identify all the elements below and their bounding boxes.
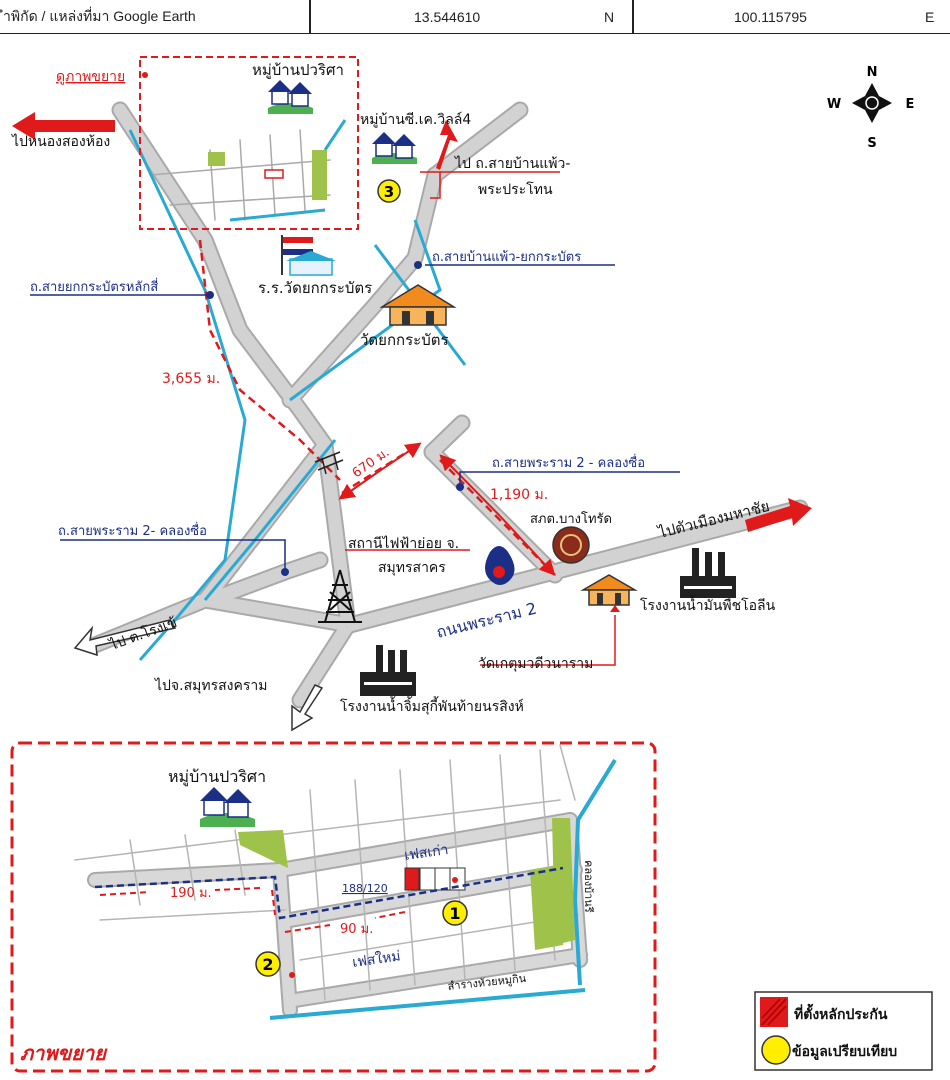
legend: ที่ตั้งหลักประกัน ข้อมูลเปรียบเทียบ — [754, 991, 933, 1071]
police-station-icon — [552, 526, 590, 564]
compass-e: E — [906, 97, 915, 112]
inset-canals — [269, 758, 617, 1020]
police-station-label: สภต.บางโทรัด — [530, 511, 612, 527]
factory-dip-label: โรงงานน้ำจิ้มสุกี้พันท้ายนรสิงห์ — [340, 696, 524, 715]
inset-title: ภาพขยาย — [20, 1041, 108, 1065]
compass-w: W — [827, 97, 841, 112]
village-pawarisa-icon — [268, 80, 313, 114]
longitude-value: 100.115795 — [734, 8, 807, 25]
factory-dip-icon — [360, 645, 416, 696]
legend-comparison-label: ข้อมูลเปรียบเทียบ — [792, 1044, 897, 1060]
temple-ket-label: วัดเกตุมวดีวนาราม — [478, 656, 593, 672]
inset-distance-arrows — [99, 887, 406, 933]
temple-yokkrabat-label: วัดยกกระบัตร — [360, 331, 449, 349]
view-enlarge-label: ดูภาพขยาย — [56, 69, 125, 85]
plot-mini — [264, 169, 284, 179]
inset-canal-label: คลองบ้านรี — [582, 860, 595, 913]
label-pointers — [30, 171, 680, 666]
inset-village-icon — [200, 787, 255, 827]
comparison-marker-2: 2 — [255, 951, 281, 977]
temple-ket-icon — [580, 574, 638, 606]
inset-distance-190: 190 ม. — [170, 886, 212, 901]
marker-2-label: 2 — [262, 955, 273, 974]
road-rama2-khlong-left-label: ถ.สายพระราม 2- คลองซื่อ — [58, 522, 207, 539]
inset-phase-new-label: เฟสใหม่ — [351, 947, 401, 971]
school-icon — [281, 235, 336, 276]
village-ck-label: หมู่บ้านซี.เค.วิลล์4 — [360, 111, 471, 128]
inset-distance-90: 90 ม. — [340, 922, 373, 937]
coordinate-source-cell: ำพิกัด / แหล่งที่มา Google Earth — [0, 0, 310, 34]
factory-oil-icon — [680, 548, 736, 598]
to-road-label-line2: พระประโทน — [478, 181, 553, 198]
inset-green-right-lower — [530, 865, 563, 950]
inset-marker-dots — [289, 877, 458, 978]
inset-roads — [74, 744, 588, 1018]
road-yokkrabat-label: ถ.สายบ้านแพ้ว-ยกกระบัตร — [432, 250, 581, 265]
comparison-marker-3: 3 — [377, 179, 401, 203]
inset-village-label: หมู่บ้านปวริศา — [168, 767, 266, 787]
distance-arrows — [338, 442, 556, 576]
enlarge-pointer-dot — [142, 72, 148, 78]
inset-plot-number: 188/120 — [342, 882, 388, 895]
marker-3-label: 3 — [384, 183, 394, 201]
direction-arrows — [12, 112, 812, 732]
latitude-value: 13.544610 — [414, 8, 481, 25]
compass-n: N — [867, 65, 878, 80]
road-rama2-khlong-right-label: ถ.สายพระราม 2 - คลองซื่อ — [492, 454, 645, 471]
bridge-icon — [314, 451, 344, 475]
inset-blue-route — [94, 866, 564, 920]
coordinate-source-label: ำพิกัด / แหล่งที่มา Google Earth — [3, 7, 196, 24]
legend-comparison-swatch — [761, 1035, 791, 1065]
to-road-label-line1: ไป ถ.สายบ้านแพ้ว- — [454, 155, 570, 172]
school-label: ร.ร.วัดยกกระบัตร — [258, 279, 372, 297]
inset-border — [10, 741, 657, 1073]
inset-green-village — [238, 830, 288, 868]
latitude-cell: 13.544610 N — [310, 0, 633, 34]
inset-house-plots — [404, 867, 466, 891]
inset-phase-old-label: เฟสเก่า — [403, 842, 449, 864]
enlarge-area-box — [139, 56, 359, 230]
power-authority-logo — [485, 546, 515, 585]
to-nong-song-hong-label: ไปหนองสองห้อง — [11, 133, 110, 150]
to-samut-songkhram-label: ไปจ.สมุทรสงคราม — [154, 677, 267, 694]
factory-oil-label: โรงงานน้ำมันพืชโอลีน — [640, 595, 776, 614]
collateral-plot — [404, 867, 420, 891]
village-pawarisa-label: หมู่บ้านปวริศา — [252, 61, 344, 79]
village-ck-icon — [372, 132, 417, 164]
green-area-side — [312, 150, 327, 200]
substation-label-line2: สมุทรสาคร — [378, 560, 446, 576]
compass-s: S — [867, 136, 876, 151]
compass-rose-icon: N S E W — [827, 65, 915, 151]
longitude-cell: 100.115795 E — [633, 0, 950, 34]
road-laksi-label: ถ.สายยกกระบัตรหลักสี่ — [30, 278, 158, 295]
green-area-small — [208, 152, 225, 166]
comparison-marker-1: 1 — [442, 900, 468, 926]
distance-3655-label: 3,655 ม. — [162, 371, 220, 387]
marker-1-label: 1 — [449, 904, 460, 923]
legend-collateral-label: ที่ตั้งหลักประกัน — [794, 1003, 888, 1023]
substation-tower-icon — [318, 569, 362, 623]
substation-label-line1: สถานีไฟฟ้าย่อย จ. — [348, 535, 459, 552]
temple-yokkrabat-icon — [379, 284, 457, 326]
longitude-direction: E — [925, 8, 935, 25]
distance-1190-label: 1,190 ม. — [490, 487, 548, 503]
latitude-direction: N — [604, 8, 615, 25]
